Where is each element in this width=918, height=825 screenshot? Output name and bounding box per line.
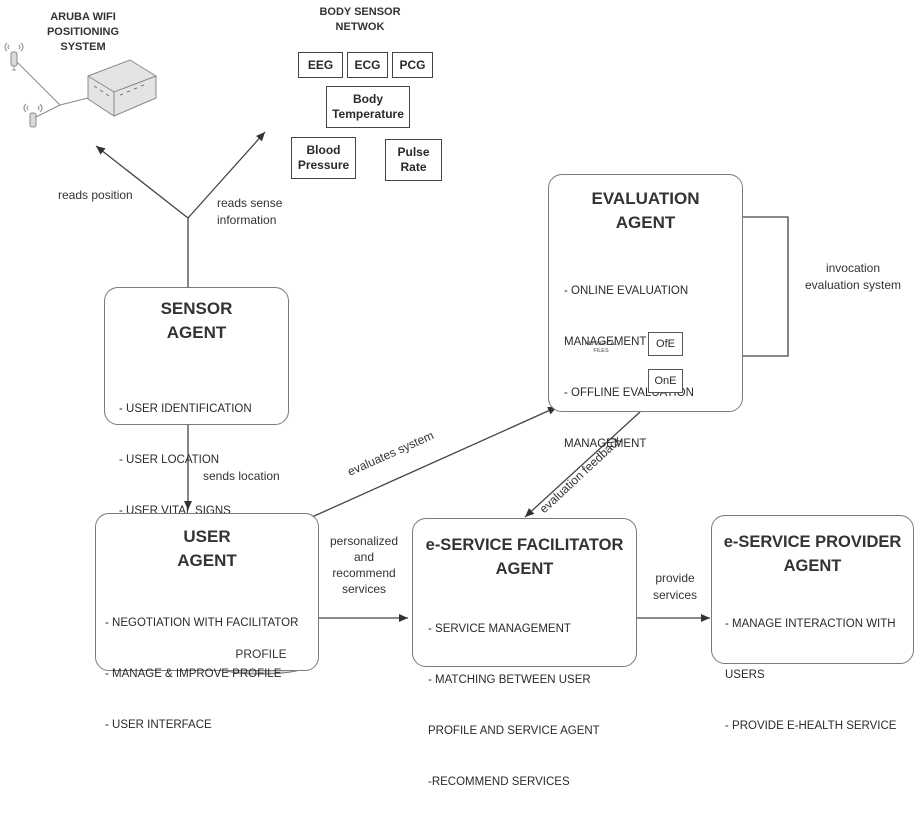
ofe-box: OfE bbox=[648, 332, 683, 356]
personalized-services-label: personalized and recommend services bbox=[329, 534, 399, 596]
body-sensor-title: BODY SENSOR NETWOK bbox=[319, 6, 401, 33]
sensor-agent-box: SENSOR AGENT - USER IDENTIFICATION - USE… bbox=[104, 287, 289, 517]
ecg-box: ECG bbox=[347, 52, 388, 78]
provider-agent-title: e-SERVICE PROVIDER AGENT bbox=[723, 533, 902, 575]
invocation-label: invocation evaluation system bbox=[804, 261, 902, 292]
eeg-box: EEG bbox=[298, 52, 343, 78]
profile-label: PROFILE bbox=[235, 647, 287, 661]
provider-agent-box: e-SERVICE PROVIDER AGENT - MANAGE INTERA… bbox=[711, 515, 914, 732]
pcg-box: PCG bbox=[392, 52, 433, 78]
facilitator-agent-title: e-SERVICE FACILITATOR AGENT bbox=[425, 536, 624, 578]
reads-sense-label: reads sense information bbox=[217, 196, 283, 227]
reads-position-label: reads position bbox=[58, 188, 133, 202]
aruba-title: ARUBA WIFI POSITIONING SYSTEM bbox=[46, 11, 120, 53]
evaluates-system-arrow bbox=[311, 406, 558, 518]
evaluation-agent-items: - ONLINE EVALUATION MANAGEMENT - OFFLINE… bbox=[564, 285, 694, 450]
user-agent-title: USER AGENT bbox=[177, 527, 237, 570]
facilitator-agent-items: - SERVICE MANAGEMENT - MATCHING BETWEEN … bbox=[428, 623, 600, 788]
facilitator-agent-box: e-SERVICE FACILITATOR AGENT - SERVICE MA… bbox=[412, 518, 637, 788]
provide-services-label: provide services bbox=[652, 571, 697, 602]
sends-location-label: sends location bbox=[203, 469, 280, 483]
wifi-router-illustration bbox=[4, 42, 157, 128]
sensor-agent-title: SENSOR AGENT bbox=[160, 299, 233, 342]
sensor-fork-arrows bbox=[95, 131, 266, 288]
evaluation-agent-title: EVALUATION AGENT bbox=[591, 189, 700, 232]
user-agent-items: - NEGOTIATION WITH FACILITATOR - MANAGE … bbox=[105, 617, 299, 731]
one-box: OnE bbox=[648, 369, 683, 393]
evaluation-feedback-arrow bbox=[524, 411, 641, 518]
historical-files-label: HISTORICAL FILES bbox=[584, 341, 618, 354]
evaluation-agent-box: EVALUATION AGENT - ONLINE EVALUATION MAN… bbox=[548, 174, 743, 450]
